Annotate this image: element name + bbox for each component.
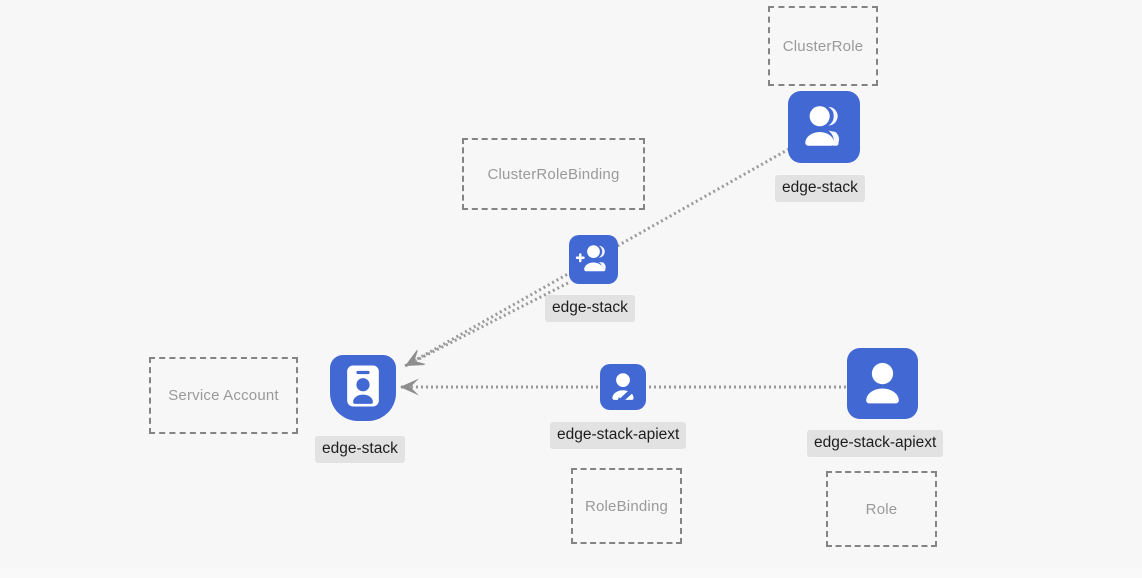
node-icon-rolebinding[interactable] xyxy=(600,364,646,410)
node-label-pill: edge-stack-apiext xyxy=(550,422,687,449)
typebox-label: ClusterRoleBinding xyxy=(487,165,620,183)
typebox-rolebinding: RoleBinding xyxy=(571,468,682,544)
node-label-pill: edge-stack-apiext xyxy=(807,430,944,457)
group-add-icon xyxy=(575,245,606,272)
node-icon-clusterrolebinding[interactable] xyxy=(569,235,618,284)
typebox-label: Service Account xyxy=(168,387,279,404)
bottom-strip xyxy=(0,568,1142,578)
edge-clusterrole-to-serviceaccount-arrowhead xyxy=(405,349,426,366)
edge-crb-to-serviceaccount xyxy=(404,281,569,368)
typebox-clusterrole: ClusterRole xyxy=(768,6,878,86)
node-label-pill: edge-stack xyxy=(315,436,405,463)
typebox-label: Role xyxy=(865,500,898,518)
node-icon-serviceaccount[interactable] xyxy=(330,355,396,421)
person-edit-icon xyxy=(612,373,634,404)
node-label-pill: edge-stack xyxy=(775,175,865,202)
edge-rolebinding-to-serviceaccount-arrowhead xyxy=(400,378,419,396)
node-label-pill: edge-stack xyxy=(545,295,635,322)
group-icon xyxy=(805,106,840,146)
edge-crb-to-serviceaccount-arrowhead xyxy=(405,349,426,366)
typebox-serviceaccount: Service Account xyxy=(149,357,298,434)
node-icon-role[interactable] xyxy=(847,348,918,419)
typebox-label: RoleBinding xyxy=(584,497,669,515)
id-badge-icon xyxy=(347,365,379,407)
typebox-label: ClusterRole xyxy=(782,37,864,55)
node-icon-clusterrole[interactable] xyxy=(788,91,860,163)
typebox-clusterrolebinding: ClusterRoleBinding xyxy=(462,138,645,210)
person-icon xyxy=(866,362,899,404)
typebox-role: Role xyxy=(826,471,937,547)
